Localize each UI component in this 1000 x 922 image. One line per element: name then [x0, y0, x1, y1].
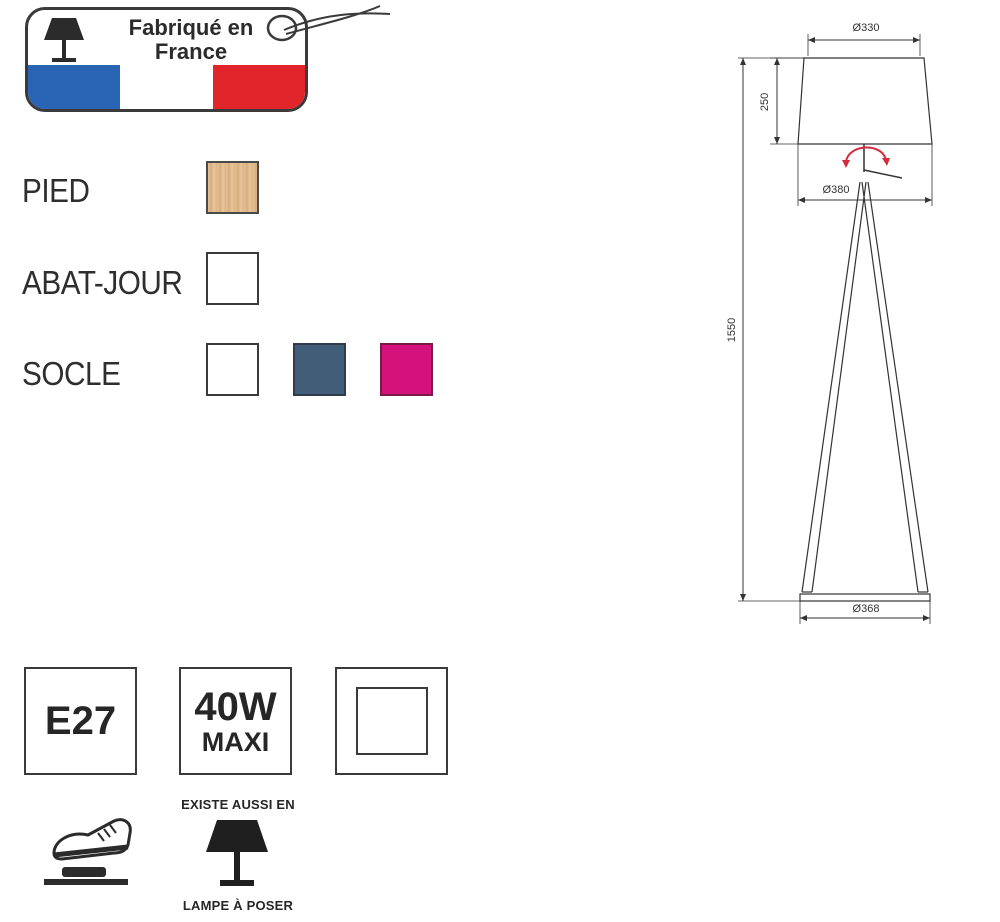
socket-text: E27 [44, 698, 117, 743]
table-lamp-text: LAMPE À POSER [182, 898, 294, 913]
foot-wood-swatch [206, 161, 259, 214]
flag-white-band [120, 65, 213, 109]
dim-shade-height: 250 [759, 93, 771, 111]
table-lamp-icon [44, 18, 84, 62]
flag-blue-band [28, 65, 121, 109]
flag-red-band [212, 65, 305, 109]
tag-string-icon [266, 5, 391, 42]
dim-total-height: 1550 [726, 318, 738, 342]
table-lamp-icon [206, 820, 268, 886]
made-in-france-badge: Fabriqué en France [25, 7, 308, 112]
also-available-text: EXISTE AUSSI EN [181, 797, 295, 812]
dim-base-diameter: Ø368 [853, 603, 880, 615]
dim-bottom-diameter: Ø380 [823, 184, 850, 196]
dim-top-diameter: Ø330 [853, 22, 880, 34]
double-insulation-icon [335, 667, 448, 775]
badge-line-1: Fabriqué en [128, 15, 254, 40]
technical-drawing: Ø330 250 Ø380 1550 Ø368 [726, 22, 933, 624]
double-insulation-inner-square [355, 687, 428, 755]
power-40w-box: 40W MAXI [179, 667, 292, 775]
rotate-arrow-icon [842, 146, 890, 168]
base-blue-swatch [293, 343, 346, 396]
french-flag [28, 65, 305, 109]
shade-label: ABAT-JOUR [22, 264, 183, 301]
badge-line-2: France [154, 39, 228, 64]
foot-switch-icon [44, 818, 132, 885]
badge-text: Fabriqué en France [96, 16, 286, 64]
socket-e27-box: E27 [24, 667, 137, 775]
power-maxi-text: MAXI [201, 726, 270, 757]
foot-label: PIED [22, 172, 90, 209]
shade-white-swatch [206, 252, 259, 305]
base-white-swatch [206, 343, 259, 396]
power-watt-text: 40W [194, 684, 277, 729]
base-pink-swatch [380, 343, 433, 396]
base-label: SOCLE [22, 355, 121, 392]
